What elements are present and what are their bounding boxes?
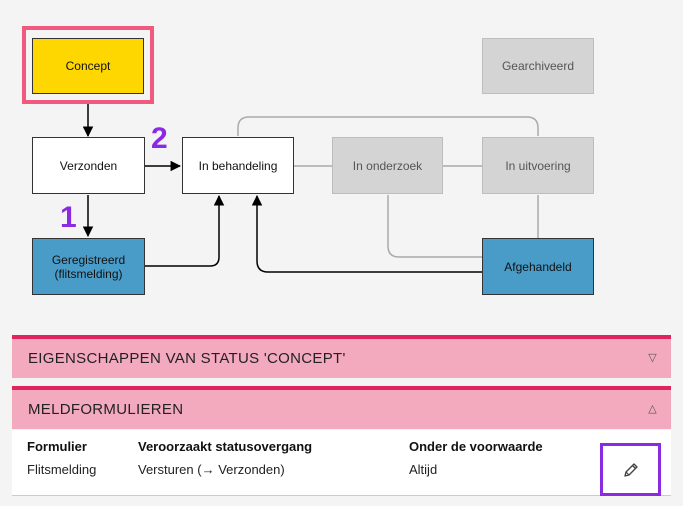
chevron-up-icon: △: [648, 403, 657, 415]
cell-voorwaarde: Altijd: [409, 462, 438, 477]
chevron-down-icon: ▽: [648, 352, 657, 364]
forms-panel-title: MELDFORMULIEREN: [28, 401, 184, 418]
node-afgehandeld-label: Afgehandeld: [504, 259, 572, 274]
column-header-overgang: Veroorzaakt statusovergang: [138, 439, 313, 454]
node-gearchiveerd[interactable]: Gearchiveerd: [482, 38, 594, 94]
node-verzonden[interactable]: Verzonden: [32, 137, 145, 194]
node-geregistreerd-label-1: Geregistreerd: [51, 252, 126, 267]
forms-panel-body: Formulier Veroorzaakt statusovergang Ond…: [12, 430, 671, 496]
properties-panel-title: EIGENSCHAPPEN VAN STATUS 'CONCEPT': [28, 350, 346, 367]
pencil-icon: [623, 462, 638, 477]
node-in-behandeling[interactable]: In behandeling: [182, 137, 294, 194]
node-in-uitvoering[interactable]: In uitvoering: [482, 137, 594, 194]
node-concept[interactable]: Concept: [32, 38, 144, 94]
properties-panel-header[interactable]: EIGENSCHAPPEN VAN STATUS 'CONCEPT' ▽: [12, 335, 671, 378]
grey-line-onderzoek-afgehandeld: [387, 195, 482, 258]
node-concept-label: Concept: [65, 59, 111, 73]
edit-button[interactable]: [600, 443, 661, 496]
node-verzonden-label: Verzonden: [59, 158, 118, 173]
column-header-formulier: Formulier: [27, 439, 87, 454]
node-in-behandeling-label: In behandeling: [198, 158, 278, 173]
workflow-connectors: [82, 101, 539, 273]
cell-overgang: Versturen (→ Verzonden): [138, 462, 285, 477]
arrow-geregistreerd-behandeling: [145, 194, 225, 267]
node-in-onderzoek-label: In onderzoek: [352, 158, 423, 173]
cell-formulier: Flitsmelding: [27, 462, 97, 477]
node-in-onderzoek[interactable]: In onderzoek: [332, 137, 443, 194]
step-marker-2: 2: [151, 122, 168, 155]
arrow-afgehandeld-behandeling: [251, 194, 482, 273]
step-marker-1: 1: [60, 201, 77, 234]
grey-loop-top: [237, 116, 539, 136]
selected-status-highlight: [22, 26, 154, 104]
node-in-uitvoering-label: In uitvoering: [505, 158, 571, 173]
node-afgehandeld[interactable]: Afgehandeld: [482, 238, 594, 295]
column-header-voorwaarde: Onder de voorwaarde: [409, 439, 543, 454]
node-gearchiveerd-label: Gearchiveerd: [501, 59, 575, 73]
forms-panel-header[interactable]: MELDFORMULIEREN △: [12, 386, 671, 429]
node-geregistreerd[interactable]: Geregistreerd (flitsmelding): [32, 238, 145, 295]
node-geregistreerd-label-2: (flitsmelding): [54, 266, 123, 281]
